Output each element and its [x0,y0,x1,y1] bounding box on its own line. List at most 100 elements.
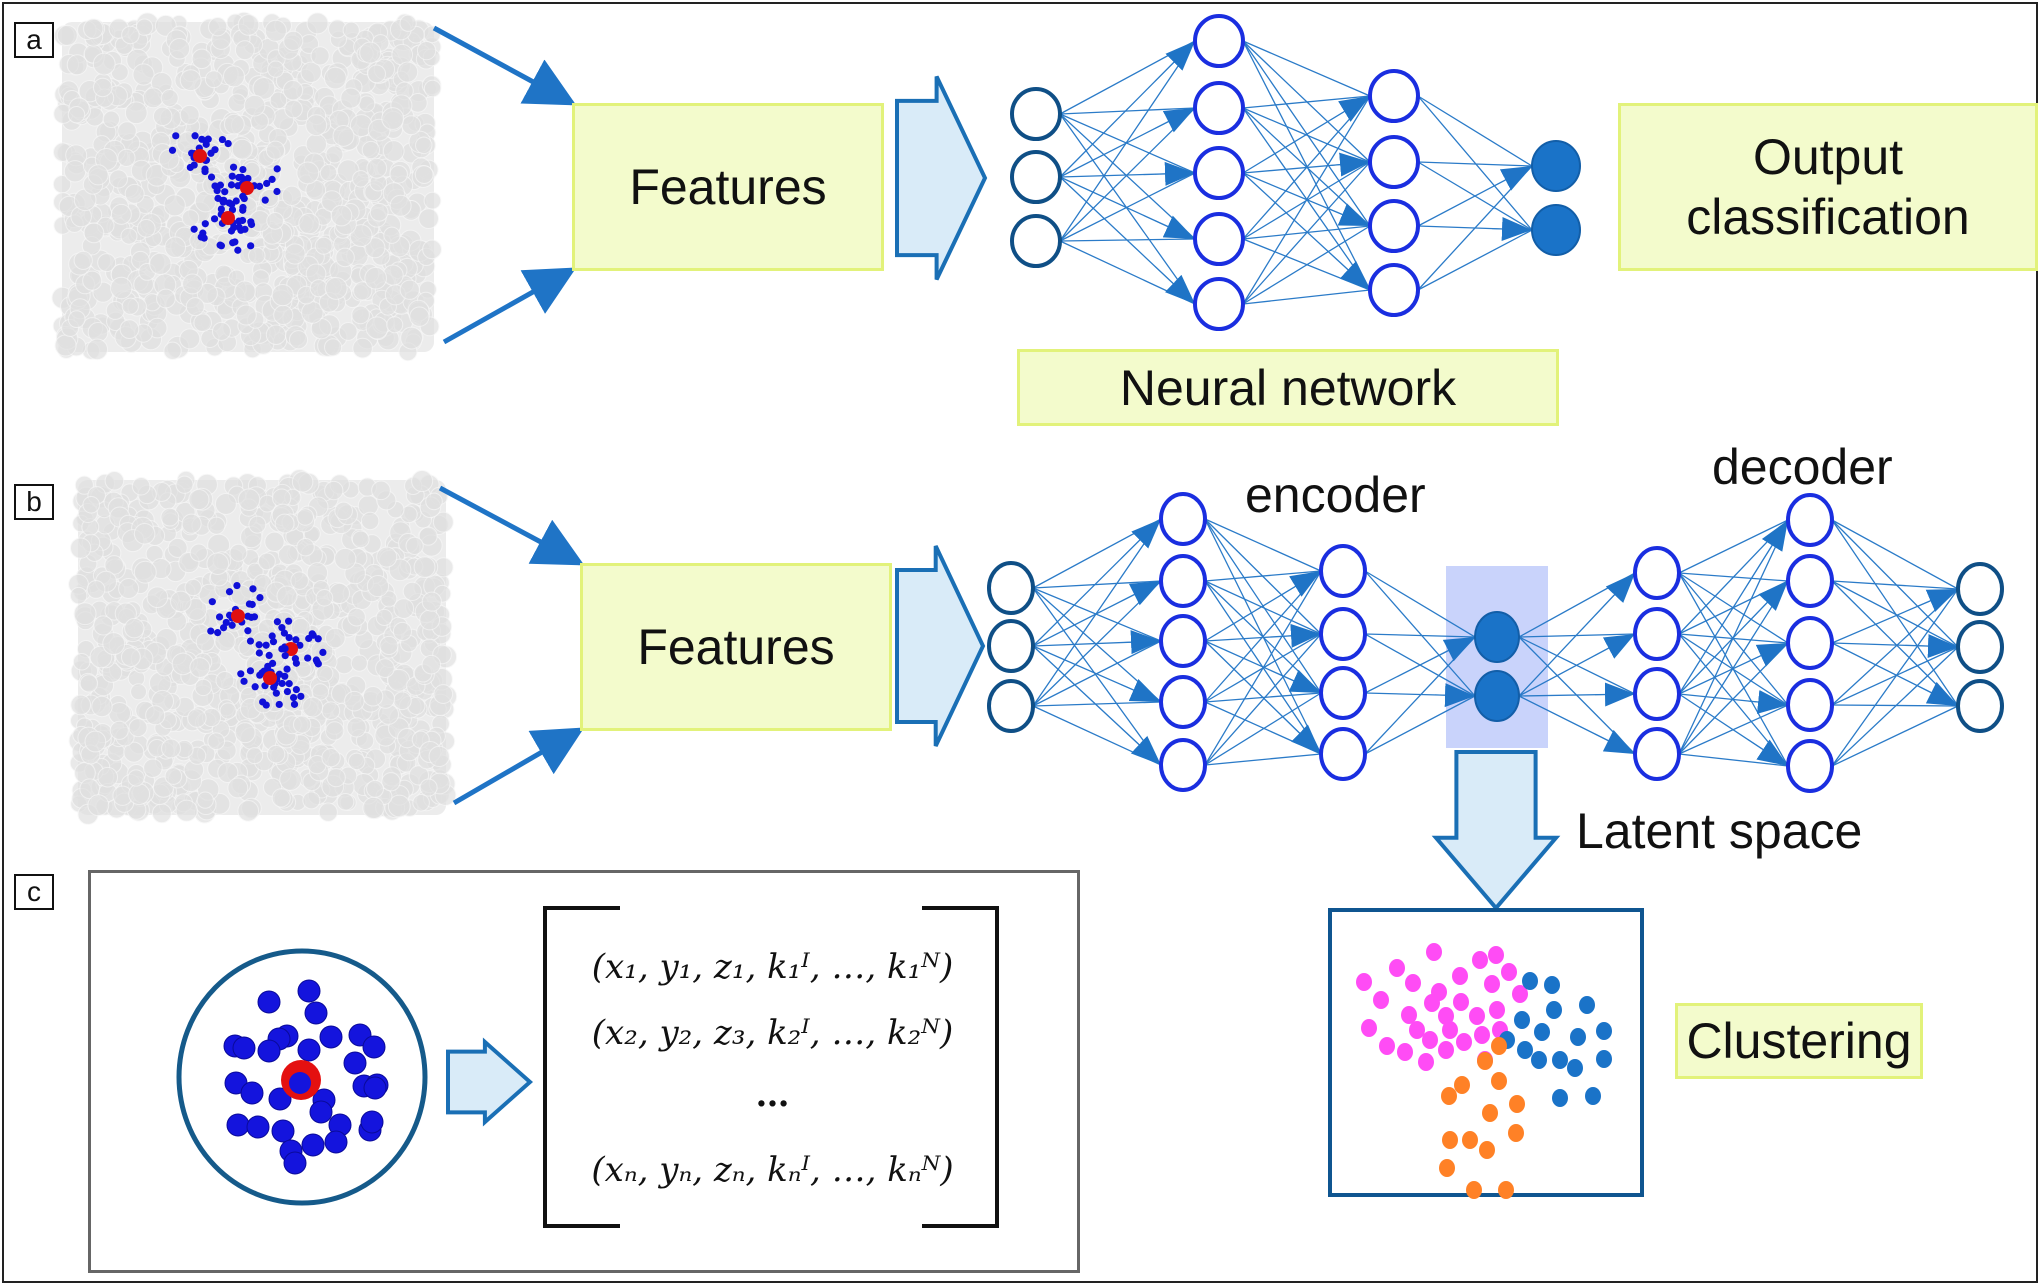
neighbor-atom [224,139,232,148]
network-edge [1242,161,1371,305]
cluster-point-magenta [1361,1019,1377,1037]
solvent-atom [230,584,252,606]
solvent-atom [83,18,104,39]
solvent-atom [170,590,192,613]
solvent-atom [265,324,287,346]
neighbor-atom [216,181,224,189]
neighbor-atom [227,227,236,235]
solvent-atom [305,114,328,137]
neighbor-atom [272,689,280,697]
solvent-atom [135,18,154,36]
solvent-atom [109,720,129,740]
solvent-atom [282,80,304,101]
solvent-atom [401,115,422,136]
edge-arrowhead [1280,570,1322,597]
cluster-point-orange [1482,1104,1498,1122]
solvent-atom [353,281,373,301]
solvent-atom [324,480,344,501]
neighbor-atom [362,1035,386,1059]
neighbor-atom [234,246,242,254]
features-box-b: Features [580,563,892,731]
solvent-atom [324,627,346,649]
neighbor-atom [268,175,276,184]
solvent-atom [306,12,329,35]
solvent-atom [364,266,387,290]
solvent-atom [296,508,315,526]
edge-arrowhead [1917,634,1959,659]
neighbor-atom [309,1100,333,1124]
solvent-atom [323,66,347,90]
cluster-point-blue [1544,976,1560,994]
solvent-atom [229,543,248,562]
solvent-atom [298,212,320,235]
output-node [1531,204,1581,256]
solvent-atom [271,284,294,307]
solvent-atom [300,61,322,83]
neighbor-atom [262,641,270,649]
neighbor-atom [246,637,255,645]
cluster-point-magenta [1501,963,1517,981]
solvent-atom [227,777,249,799]
hidden-node [1633,546,1681,600]
simulation-snapshot-b [68,469,458,825]
cluster-point-magenta [1389,959,1405,977]
solvent-atom [160,89,179,108]
neighbor-atom [190,225,198,233]
neighbor-atom [228,200,236,208]
neighbor-atom [244,627,252,635]
cluster-point-magenta [1426,943,1442,961]
solvent-atom [119,319,140,339]
neighbor-atom [204,135,212,143]
solvent-atom [290,571,309,590]
cluster-point-orange [1491,1072,1507,1090]
network-edge [1678,633,1789,706]
solvent-atom [306,562,329,584]
cluster-point-orange [1477,1052,1493,1070]
solvent-atom [375,608,393,626]
solvent-atom [277,544,299,566]
output-node [1531,140,1581,192]
neighbor-atom [304,654,312,662]
cluster-point-orange [1466,1181,1482,1199]
solvent-atom [231,138,253,160]
hidden-node [1368,263,1420,317]
solvent-atom [416,40,437,61]
solvent-atom [120,647,141,668]
cluster-point-magenta [1452,967,1468,985]
solvent-atom [411,470,434,493]
neighbor-atom [237,226,245,234]
connector-arrow [432,25,577,106]
cluster-point-orange [1442,1131,1458,1149]
solvent-atom [336,793,355,811]
solvent-atom [349,224,373,248]
central-atom [193,149,207,163]
network-edge [1032,518,1162,589]
cluster-point-magenta [1453,993,1469,1011]
cluster-point-orange [1479,1141,1495,1159]
neural-network-box: Neural network [1017,349,1559,426]
solvent-atom [266,212,284,230]
local-environment-diagram [176,948,428,1206]
neighbor-atom [207,173,216,181]
neighbor-atom [237,670,245,678]
solvent-atom [91,695,113,718]
panel-c-frame [88,870,1080,1273]
edge-arrowhead [1594,633,1636,659]
network-edge [1032,518,1162,707]
solvent-atom [82,270,103,291]
snapshot-to-features-arrows [432,25,585,806]
solvent-atom [117,121,137,141]
neighbor-atom [301,1133,325,1157]
network-edge [1831,580,1959,648]
features-box-a: Features [572,103,884,271]
neighbor-atom [360,1110,384,1134]
neighbor-atom [232,1036,256,1060]
solvent-atom [383,226,401,244]
solvent-atom [397,61,419,83]
neighbor-atom [292,659,300,667]
clustering-label: Clustering [1686,1013,1912,1069]
hidden-node [1159,614,1207,668]
solvent-atom [284,99,303,119]
solvent-atom [419,609,441,631]
neighbor-atom [239,206,247,214]
